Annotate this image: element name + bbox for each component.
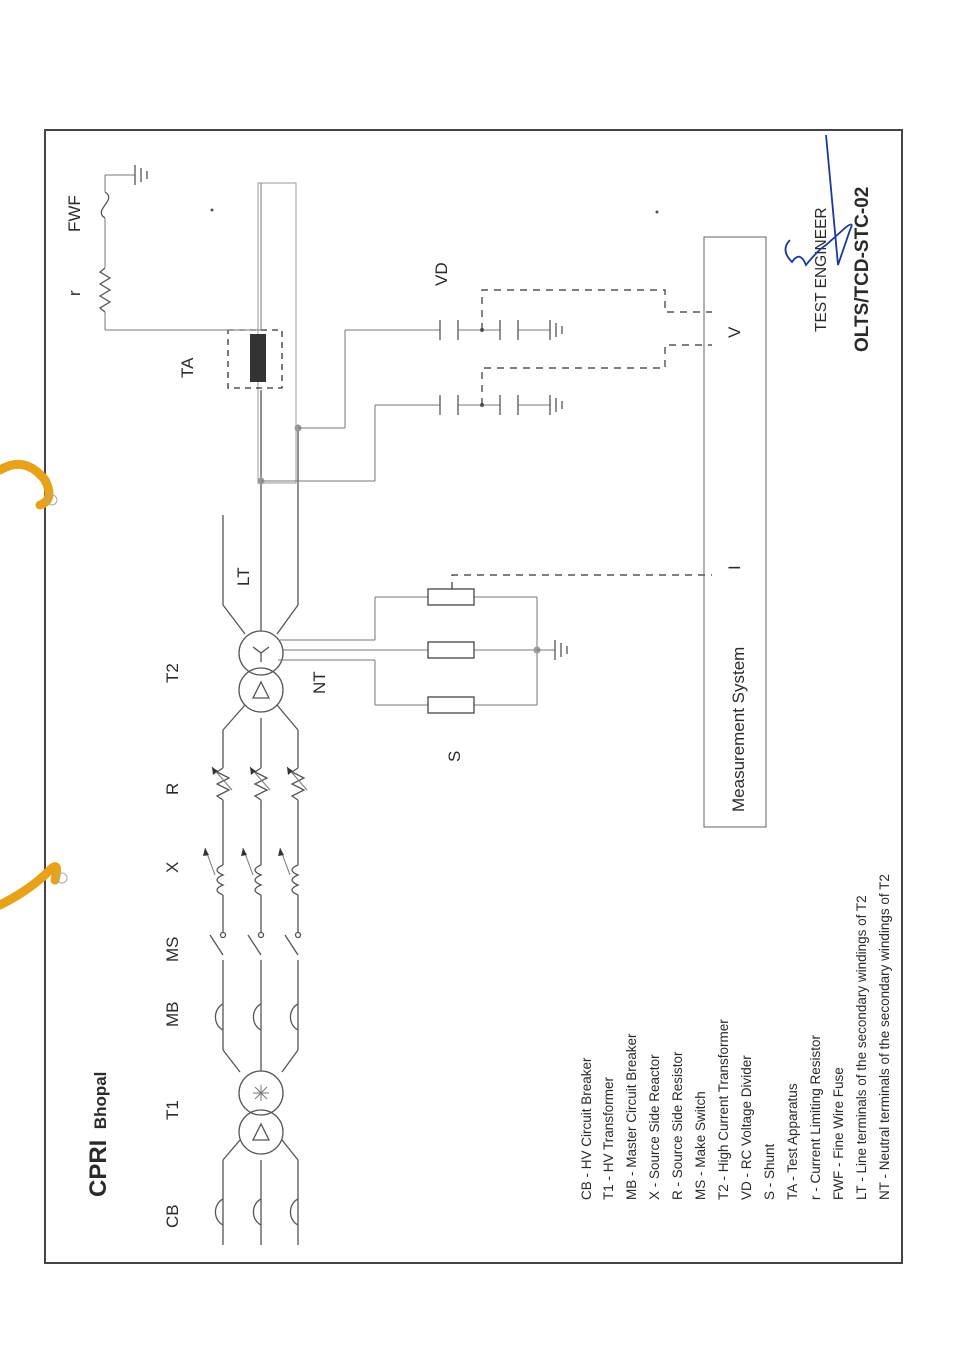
legend-item: VD - RC Voltage Divider (739, 1055, 754, 1200)
legend-item: NT - Neutral terminals of the secondary … (877, 874, 892, 1200)
test-apparatus-enclosure (257, 182, 297, 484)
t1-output-lines (222, 960, 299, 1073)
measurement-system-box (703, 236, 767, 828)
label-s: S (445, 751, 464, 762)
vd-divider-2 (439, 320, 563, 340)
legend-item: r - Current Limiting Resistor (808, 1034, 823, 1200)
x-source-reactors (203, 800, 300, 896)
page-border (44, 129, 903, 1264)
punch-hole-bottom (56, 872, 68, 884)
ms-make-switches (209, 895, 302, 956)
shunt-resistors (427, 588, 475, 714)
legend-item: CB - HV Circuit Breaker (579, 1057, 594, 1200)
fwf-branch (98, 165, 262, 331)
brand-name: CPRI (85, 1140, 112, 1197)
measurement-system-title: Measurement System (729, 647, 748, 812)
label-r-limit: r (65, 290, 84, 296)
label-mb: MB (163, 1002, 182, 1028)
label-x: X (163, 862, 182, 873)
label-t1: T1 (163, 1100, 182, 1120)
legend-item: T2 - High Current Transformer (716, 1019, 731, 1200)
label-nt: NT (310, 671, 329, 694)
legend-item: T1 - HV Transformer (601, 1076, 616, 1200)
vd-divider-1 (439, 395, 563, 415)
test-engineer-label: TEST ENGINEER (813, 207, 830, 332)
t2-line-terminals (222, 390, 299, 635)
brand-title: CPRI Bhopal (85, 1072, 112, 1197)
label-i: I (725, 565, 744, 570)
label-fwf: FWF (65, 195, 84, 232)
test-apparatus-element (250, 334, 266, 382)
brand-city: Bhopal (91, 1072, 110, 1130)
legend-item: MB - Master Circuit Breaker (624, 1033, 639, 1200)
binding-cord-top (0, 459, 54, 510)
legend-item: FWF - Fine Wire Fuse (831, 1067, 846, 1200)
signature (784, 134, 853, 267)
shunt-ground (533, 640, 568, 660)
legend-item: MS - Make Switch (693, 1091, 708, 1200)
legend-item: S - Shunt (762, 1143, 777, 1200)
current-measurement-lead (451, 574, 712, 589)
scan-speck (655, 210, 659, 214)
cb-breakers (214, 1198, 299, 1226)
legend-item: TA - Test Apparatus (785, 1083, 800, 1200)
mb-breakers (214, 1003, 299, 1031)
vd-leads (261, 329, 440, 482)
punch-hole-top (46, 494, 58, 506)
source-feed-lines (222, 1139, 299, 1245)
label-r: R (163, 783, 182, 795)
voltage-measurement-leads (481, 289, 712, 405)
label-lt: LT (234, 567, 253, 586)
r-source-resistors (211, 704, 308, 801)
legend-item: X - Source Side Reactor (647, 1054, 662, 1200)
binding-cord-bottom (0, 862, 62, 910)
label-v: V (725, 326, 744, 338)
document-code: OLTS/TCD-STC-02 (852, 187, 873, 352)
legend-item: LT - Line terminals of the secondary win… (854, 895, 869, 1200)
label-t2: T2 (163, 663, 182, 683)
t1-transformer (238, 1070, 284, 1155)
label-cb: CB (163, 1204, 182, 1228)
t2-transformer (238, 630, 284, 713)
legend-item: R - Source Side Resistor (670, 1051, 685, 1200)
label-ms: MS (163, 937, 182, 963)
legend: CB - HV Circuit Breaker T1 - HV Transfor… (579, 874, 892, 1200)
scan-speck (210, 208, 214, 212)
label-ta: TA (178, 357, 197, 378)
label-vd: VD (432, 262, 451, 286)
